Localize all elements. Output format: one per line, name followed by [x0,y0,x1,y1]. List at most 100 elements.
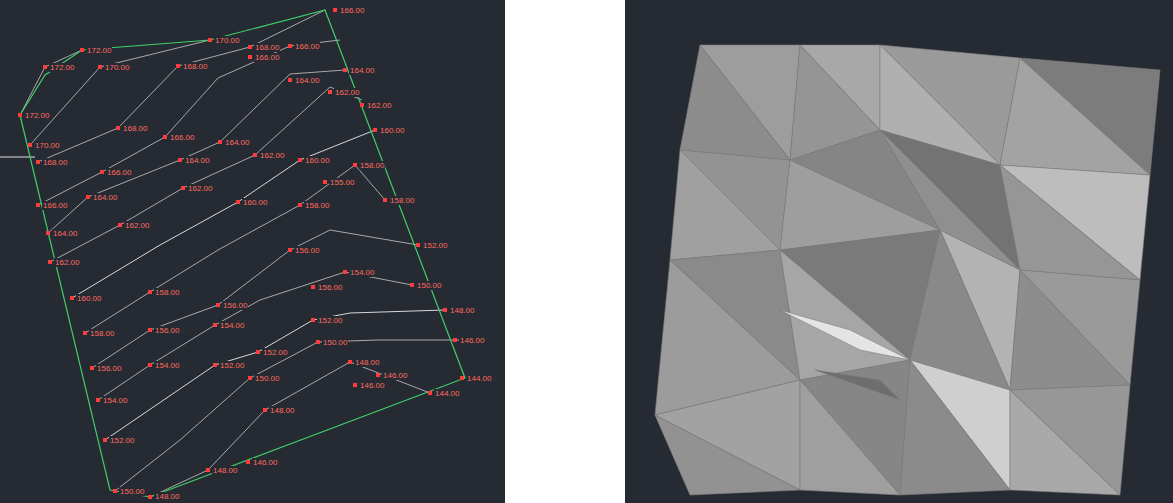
spot-elevation: 160.00 [373,126,405,135]
spot-elevation: 162.00 [181,184,213,193]
spot-elevation: 164.00 [46,229,78,238]
spot-elevation: 170.00 [28,141,60,150]
point-marker [343,270,347,274]
elevation-label: 146.00 [382,371,408,380]
point-marker [176,64,180,68]
elevation-label: 152.00 [262,348,288,357]
point-marker [353,383,357,387]
point-marker [428,391,432,395]
point-marker [48,260,52,264]
point-marker [86,195,90,199]
elevation-label: 164.00 [294,76,320,85]
point-marker [46,231,50,235]
spot-elevation: 166.00 [36,201,68,210]
spot-elevation: 144.00 [460,374,492,383]
point-marker [236,200,240,204]
spot-elevation: 148.00 [263,406,295,415]
spot-elevation: 170.00 [208,36,240,45]
spot-elevation: 170.00 [98,63,130,72]
spot-elevation: 148.00 [148,492,180,501]
elevation-label: 172.00 [24,111,50,120]
spot-elevation: 162.00 [328,88,360,97]
spot-elevation: 156.00 [216,301,248,310]
point-marker [80,48,84,52]
elevation-label: 152.00 [422,241,448,250]
spot-elevation: 158.00 [383,196,415,205]
spot-elevation: 154.00 [148,361,180,370]
elevation-label: 166.00 [42,201,68,210]
point-marker [83,331,87,335]
point-marker [443,308,447,312]
elevation-label: 148.00 [449,306,475,315]
point-marker [288,248,292,252]
point-marker [70,296,74,300]
point-marker [288,78,292,82]
elevation-label: 152.00 [219,361,245,370]
point-marker [213,363,217,367]
point-marker [181,186,185,190]
spot-elevation: 172.00 [18,111,50,120]
point-marker [43,65,47,69]
elevation-label: 156.00 [154,326,180,335]
spot-elevation: 160.00 [236,198,268,207]
point-marker [36,160,40,164]
elevation-label: 164.00 [349,66,375,75]
elevation-label: 150.00 [322,338,348,347]
elevation-label: 162.00 [124,221,150,230]
spot-elevation: 166.00 [288,42,320,51]
elevation-label: 156.00 [222,301,248,310]
spot-elevation: 158.00 [298,201,330,210]
point-marker [28,143,32,147]
elevation-label: 154.00 [154,361,180,370]
point-marker [253,153,257,157]
spot-elevation: 146.00 [246,458,278,467]
point-marker [18,113,22,117]
spot-elevation: 150.00 [316,338,348,347]
point-marker [383,198,387,202]
spot-elevation: 172.00 [80,46,112,55]
spot-elevation: 162.00 [360,101,392,110]
spot-elevation: 154.00 [343,268,375,277]
spot-elevation: 156.00 [311,283,343,292]
elevation-label: 160.00 [76,294,102,303]
spot-elevation: 150.00 [248,374,280,383]
elevation-label: 155.00 [329,178,355,187]
elevation-label: 160.00 [242,198,268,207]
model-background [625,0,1173,503]
elevation-label: 166.00 [169,133,195,142]
elevation-label: 150.00 [254,374,280,383]
point-marker [98,65,102,69]
elevation-label: 158.00 [359,161,385,170]
elevation-label: 156.00 [96,364,122,373]
elevation-label: 160.00 [304,156,330,165]
point-marker [311,318,315,322]
elevation-label: 154.00 [349,268,375,277]
point-marker [298,158,302,162]
elevation-label: 148.00 [269,406,295,415]
spot-elevation: 150.00 [113,487,145,496]
point-marker [216,303,220,307]
elevation-label: 164.00 [52,229,78,238]
point-marker [213,323,217,327]
point-marker [323,180,327,184]
point-marker [36,203,40,207]
elevation-label: 146.00 [252,458,278,467]
point-marker [113,489,117,493]
spot-elevation: 168.00 [248,43,280,52]
spot-elevation: 146.00 [453,336,485,345]
spot-elevation: 164.00 [218,138,250,147]
elevation-label: 154.00 [219,321,245,330]
point-marker [118,223,122,227]
spot-elevation: 158.00 [148,288,180,297]
spot-elevation: 164.00 [178,156,210,165]
spot-elevation: 144.00 [428,389,460,398]
spot-elevation: 164.00 [343,66,375,75]
point-marker [348,360,352,364]
spot-elevation: 166.00 [163,133,195,142]
spot-elevation: 156.00 [288,246,320,255]
point-marker [148,290,152,294]
elevation-label: 146.00 [359,381,385,390]
elevation-label: 162.00 [334,88,360,97]
elevation-label: 158.00 [154,288,180,297]
